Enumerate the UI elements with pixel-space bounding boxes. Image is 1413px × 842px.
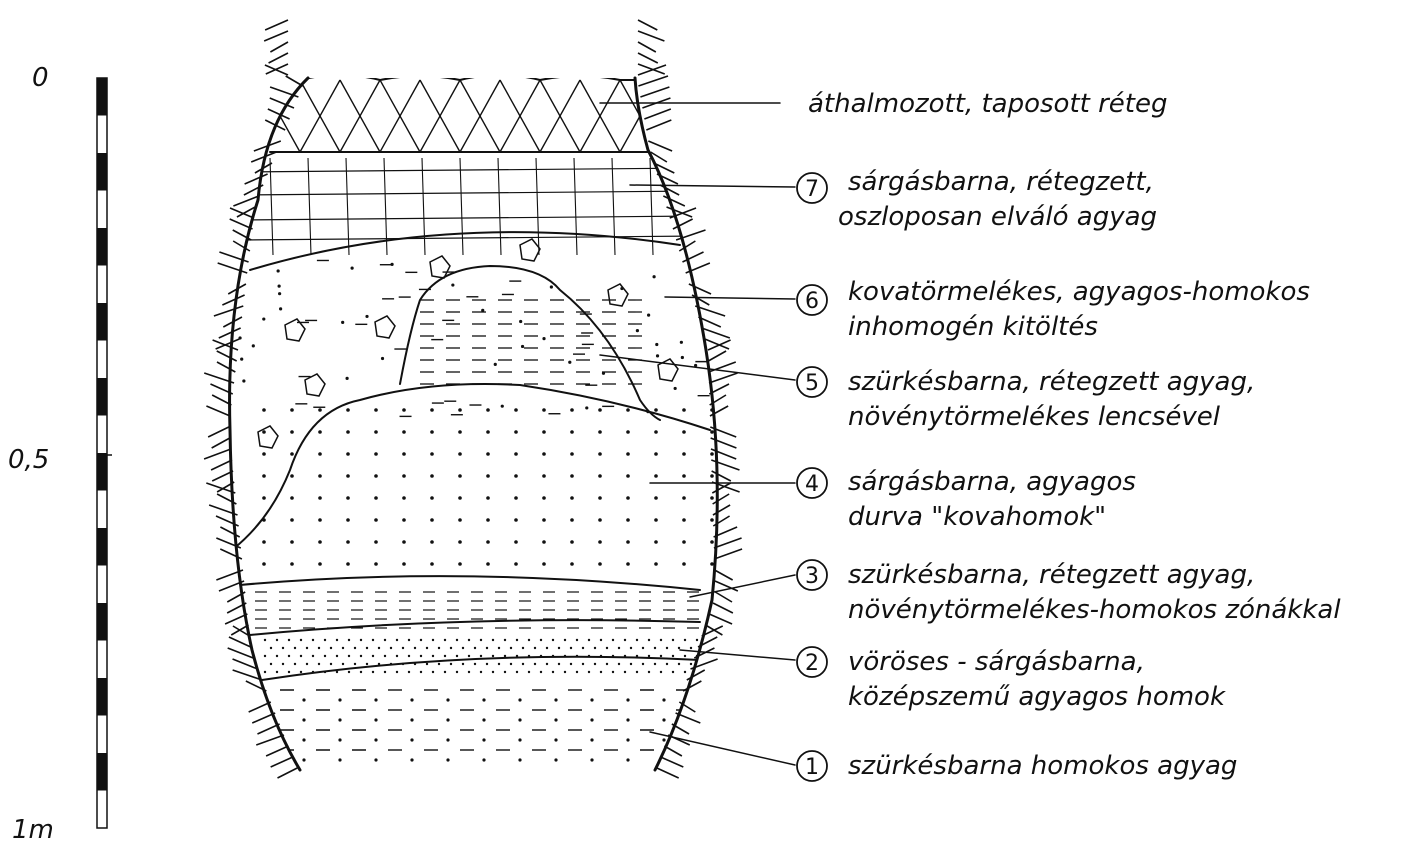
layer-6-line1: kovatörmelékes, agyagos-homokos [848, 277, 1310, 307]
layer-4-line2: durva "kovahomok" [848, 502, 1106, 532]
pit-wall-left [204, 20, 308, 778]
layer-6-line2: inhomogén kitöltés [848, 312, 1098, 342]
layer-3-line1: szürkésbarna, rétegzett agyag, [848, 560, 1255, 590]
layer-label-6: 6 kovatörmelékes, agyagos-homokos inhomo… [797, 277, 1310, 342]
layer-number-6: 6 [805, 289, 819, 314]
layer-7-line2: oszloposan elváló agyag [838, 202, 1157, 232]
layer-label-2: 2 vöröses - sárgásbarna, középszemű agya… [797, 647, 1226, 712]
layer-5-line2: növénytörmelékes lencsével [848, 402, 1221, 432]
top-layer-label: áthalmozott, taposott réteg [808, 89, 1168, 119]
depth-scale-bar [97, 78, 112, 828]
layer-label-5: 5 szürkésbarna, rétegzett agyag, növényt… [797, 367, 1255, 432]
layer-3-line2: növénytörmelékes-homokos zónákkal [848, 595, 1341, 625]
layer-label-7: 7 sárgásbarna, rétegzett, oszloposan elv… [797, 167, 1157, 232]
layer-5-line1: szürkésbarna, rétegzett agyag, [848, 367, 1255, 397]
layer-7-line1: sárgásbarna, rétegzett, [848, 167, 1154, 197]
layer-2-line2: középszemű agyagos homok [848, 682, 1226, 712]
layer-number-1: 1 [805, 755, 819, 780]
layer-number-5: 5 [805, 371, 819, 396]
layer-number-7: 7 [805, 177, 819, 202]
layer-number-3: 3 [805, 564, 819, 589]
layer-number-2: 2 [805, 651, 819, 676]
layer-1-line1: szürkésbarna homokos agyag [848, 751, 1237, 781]
layer-label-4: 4 sárgásbarna, agyagos durva "kovahomok" [797, 467, 1136, 532]
layer-number-4: 4 [805, 472, 819, 497]
layer-label-1: 1 szürkésbarna homokos agyag [797, 751, 1237, 781]
layer-2-line1: vöröses - sárgásbarna, [848, 647, 1145, 677]
scale-label-mid: 0,5 [8, 445, 49, 475]
scale-label-bottom: 1m [12, 815, 54, 842]
layer-label-3: 3 szürkésbarna, rétegzett agyag, növényt… [797, 560, 1341, 625]
scale-label-top: 0 [32, 63, 49, 93]
layer-4-line1: sárgásbarna, agyagos [848, 467, 1136, 497]
pit-fill [232, 75, 714, 762]
pit-wall-right [635, 20, 742, 778]
